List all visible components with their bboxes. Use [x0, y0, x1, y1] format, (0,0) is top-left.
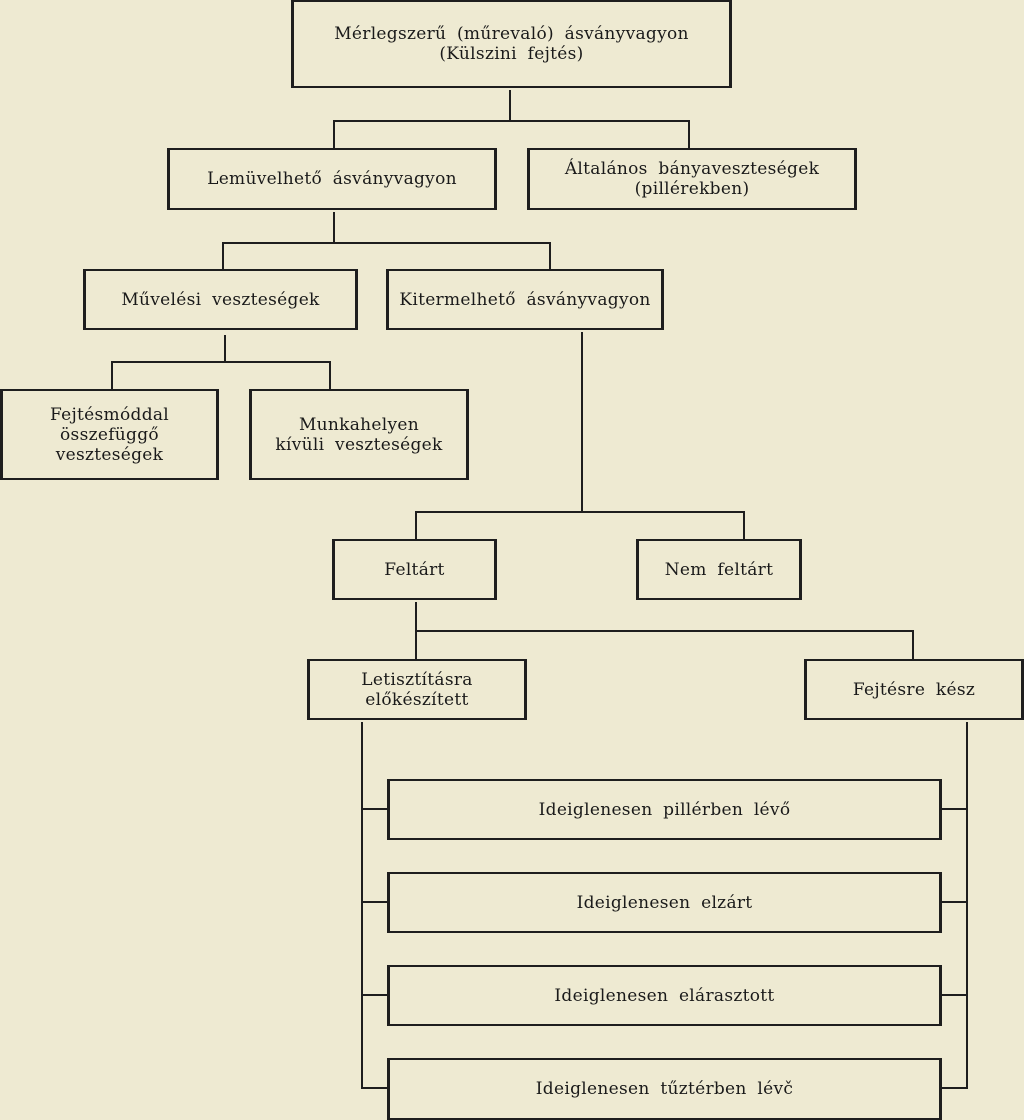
box-ready-mining-label: Fejtésre kész [852, 679, 976, 700]
box-temp-flooded-label: Ideiglenesen elárasztott [554, 985, 775, 1006]
box-mineable-reserve-label: Lemüvelhető ásványvagyon [207, 169, 457, 189]
box-method-losses: Fejtésmóddal összefüggő veszteségek [0, 389, 219, 480]
box-not-opened-label: Nem feltárt [664, 559, 774, 580]
connector-right-temp-pillar [942, 808, 968, 810]
box-mining-losses: Művelési veszteségek [83, 269, 358, 330]
box-temp-fire-label: Ideiglenesen tűztérben lévč [535, 1079, 794, 1099]
box-temp-fire: Ideiglenesen tűztérben lévč [387, 1058, 942, 1120]
box-temp-pillar-label: Ideiglenesen pillérben lévő [538, 799, 791, 820]
box-root-reserve-label: Mérlegszerű (műrevaló) ásványvagyon (Kül… [334, 24, 689, 64]
box-root-reserve: Mérlegszerű (műrevaló) ásványvagyon (Kül… [291, 0, 732, 88]
connector-root-stem [509, 90, 511, 120]
box-general-losses-label: Általános bányaveszteségek (pillérekben) [564, 159, 820, 199]
box-opened-label: Feltárt [384, 559, 445, 580]
connector-to-outside-losses [329, 361, 331, 389]
connector-left-rail [361, 722, 363, 1088]
connector-left-temp-pillar [361, 808, 387, 810]
connector-right-temp-flooded [942, 994, 968, 996]
box-outside-losses-label: Munkahelyen kívüli veszteségek [275, 414, 443, 455]
box-extractable-reserve: Kitermelhető ásványvagyon [386, 269, 664, 330]
connector-left-temp-closed [361, 901, 387, 903]
connector-right-temp-closed [942, 901, 968, 903]
box-prepared-cleaning: Letisztításra előkészített [307, 659, 527, 720]
box-temp-closed-label: Ideiglenesen elzárt [576, 892, 753, 913]
connector-mining-losses-stem [224, 335, 226, 361]
box-temp-pillar: Ideiglenesen pillérben lévő [387, 779, 942, 840]
connector-mineable-stem [333, 212, 335, 242]
connector-opened-bar [415, 630, 914, 632]
connector-to-ready-mining [912, 630, 914, 659]
connector-to-not-opened [743, 511, 745, 539]
box-prepared-cleaning-label: Letisztításra előkészített [361, 669, 473, 710]
connector-left-temp-fire [361, 1087, 387, 1089]
connector-to-method-losses [111, 361, 113, 389]
connector-to-mining-losses [222, 242, 224, 269]
connector-to-opened [415, 511, 417, 539]
connector-right-temp-fire [942, 1087, 968, 1089]
box-temp-flooded: Ideiglenesen elárasztott [387, 965, 942, 1026]
box-opened: Feltárt [332, 539, 497, 600]
connector-right-rail [966, 722, 968, 1088]
connector-mining-losses-bar [111, 361, 331, 363]
box-method-losses-label: Fejtésmóddal összefüggő veszteségek [49, 404, 170, 465]
connector-to-general-losses [688, 120, 690, 148]
connector-extractable-bar [415, 511, 745, 513]
connector-to-extractable [549, 242, 551, 269]
connector-mineable-bar [222, 242, 551, 244]
connector-root-bar [333, 120, 690, 122]
connector-to-mineable [333, 120, 335, 148]
connector-left-temp-flooded [361, 994, 387, 996]
box-ready-mining: Fejtésre kész [804, 659, 1024, 720]
box-mineable-reserve: Lemüvelhető ásványvagyon [167, 148, 497, 210]
box-outside-losses: Munkahelyen kívüli veszteségek [249, 389, 469, 480]
box-extractable-reserve-label: Kitermelhető ásványvagyon [399, 289, 651, 310]
box-general-losses: Általános bányaveszteségek (pillérekben) [527, 148, 857, 210]
connector-extractable-stem [581, 332, 583, 512]
box-not-opened: Nem feltárt [636, 539, 802, 600]
box-mining-losses-label: Művelési veszteségek [121, 289, 320, 310]
box-temp-closed: Ideiglenesen elzárt [387, 872, 942, 933]
